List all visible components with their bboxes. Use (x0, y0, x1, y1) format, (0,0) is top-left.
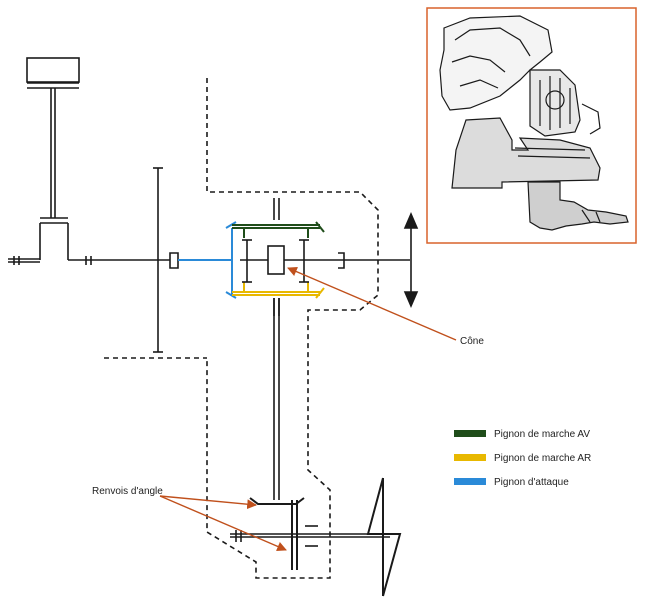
cone-label: Cône (460, 336, 484, 347)
reverse-gear (232, 282, 325, 299)
legend-label-attack: Pignon d'attaque (494, 477, 569, 488)
legend-item-reverse: Pignon de marche AR (454, 453, 591, 464)
flywheel-assembly (26, 57, 80, 260)
shift-double-arrow (403, 211, 419, 309)
legend-swatch-attack (454, 478, 486, 485)
vertical-drive-shaft (273, 298, 280, 500)
legend: Pignon de marche AV Pignon de marche AR … (454, 429, 591, 488)
coupling (169, 252, 179, 269)
forward-gear (232, 221, 325, 238)
outboard-engine-illustration (426, 7, 637, 244)
legend-item-attack: Pignon d'attaque (454, 477, 569, 488)
cone-clutch (240, 198, 410, 316)
legend-label-forward: Pignon de marche AV (494, 429, 590, 440)
legend-swatch-reverse (454, 454, 486, 461)
pinion-attack (178, 221, 237, 299)
legend-swatch-forward (454, 430, 486, 437)
propeller (366, 477, 402, 597)
legend-label-reverse: Pignon de marche AR (494, 453, 591, 464)
annotation-arrows (159, 266, 457, 552)
input-shaft (8, 167, 170, 353)
housing-outline (104, 78, 379, 579)
renvois-label: Renvois d'angle (92, 486, 163, 497)
legend-item-forward: Pignon de marche AV (454, 429, 590, 440)
